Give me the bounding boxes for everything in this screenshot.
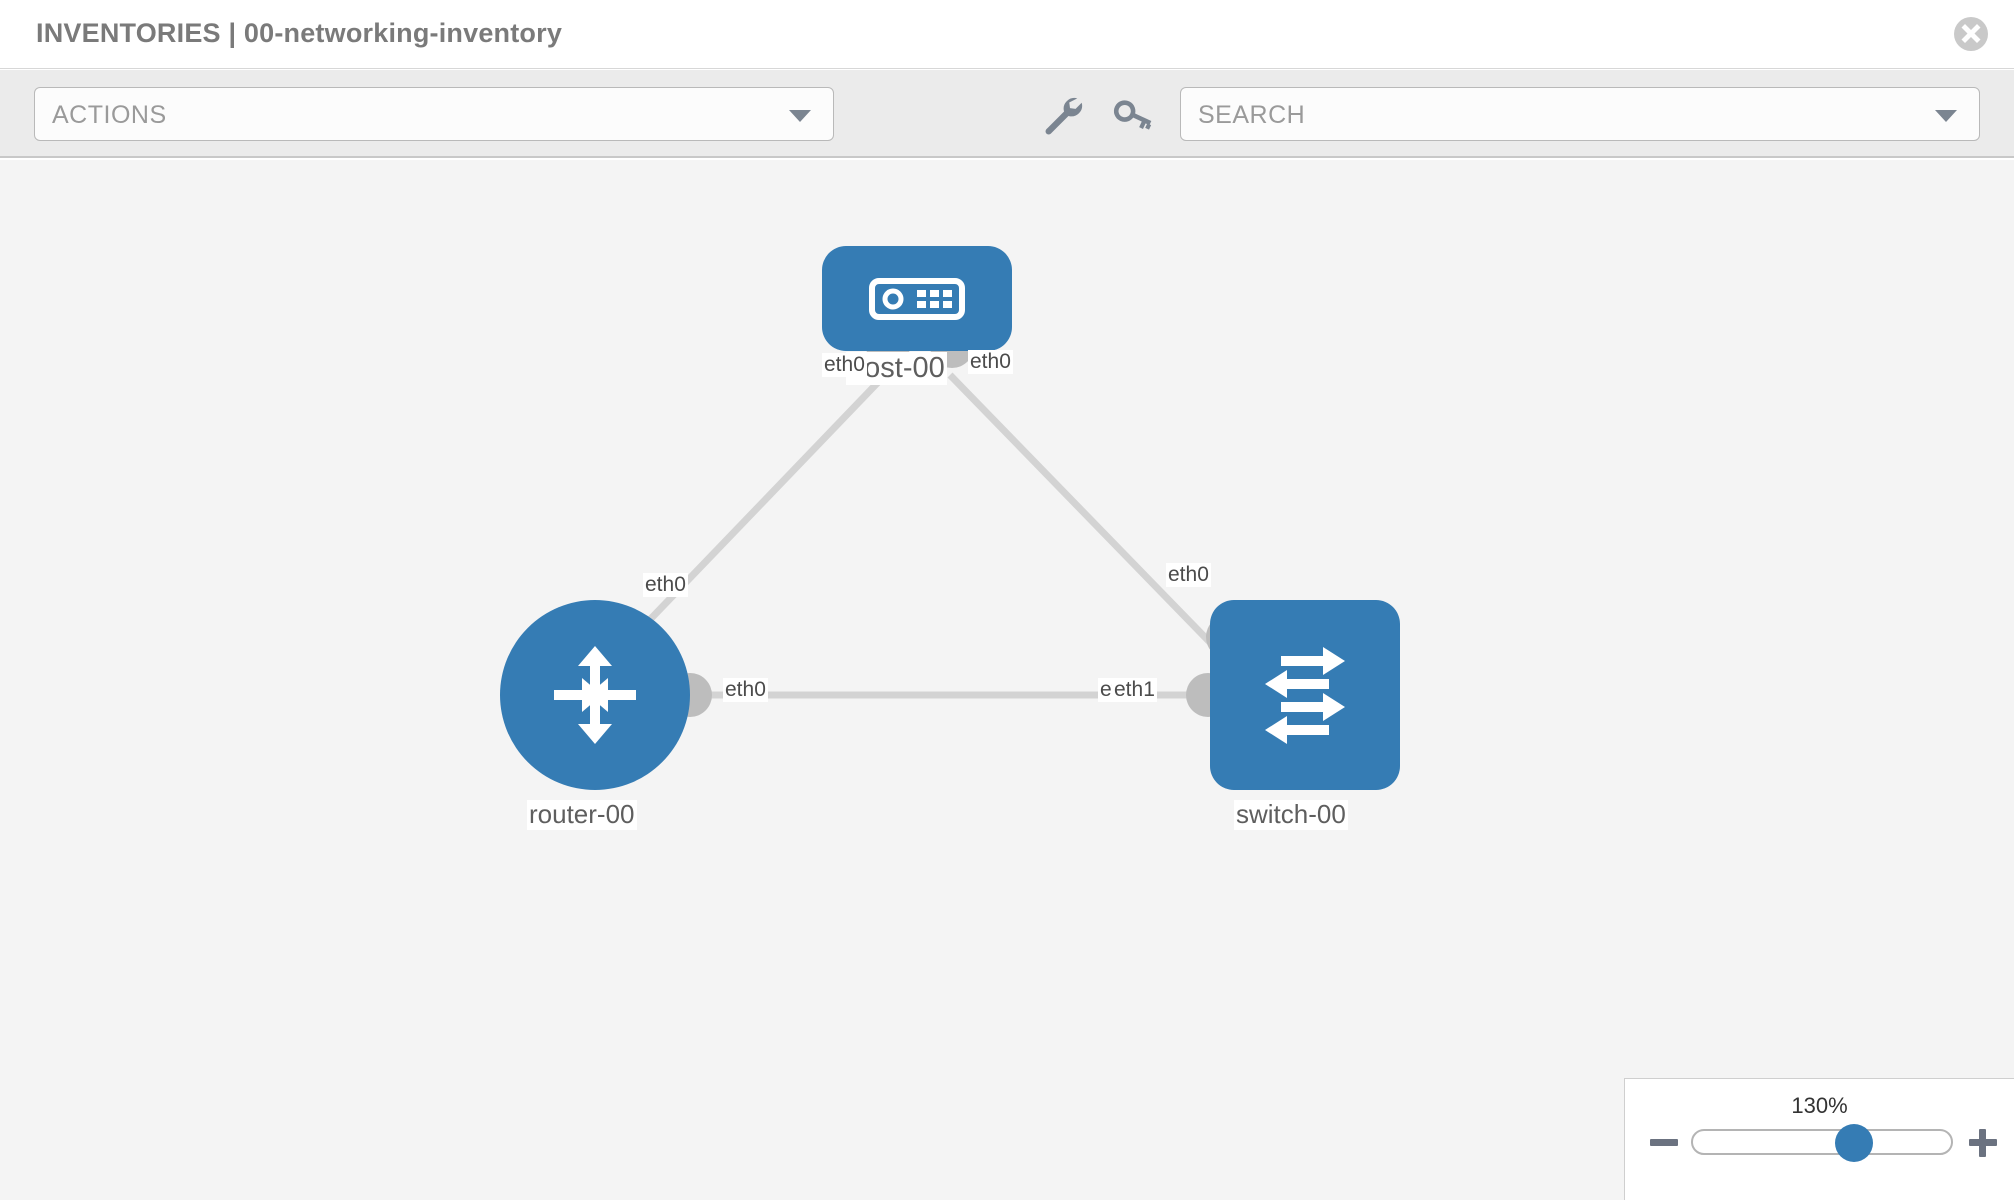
actions-dropdown[interactable]: ACTIONS: [34, 87, 834, 141]
iface-label-router-up: eth0: [643, 573, 688, 598]
chevron-down-icon: [789, 110, 811, 122]
iface-label-host-right: eth0: [968, 350, 1013, 375]
zoom-slider-thumb[interactable]: [1835, 1124, 1873, 1162]
zoom-control-panel: 130%: [1624, 1078, 2014, 1200]
iface-label-switch-up: eth0: [1166, 563, 1211, 588]
switch-arrows-icon: [1265, 647, 1345, 744]
node-label-switch-00: switch-00: [1234, 799, 1348, 830]
toolbar: ACTIONS SEARCH: [0, 70, 2014, 158]
zoom-percent-label: 130%: [1791, 1093, 1848, 1118]
key-icon[interactable]: [1110, 92, 1156, 138]
iface-label-switch-left: eth1: [1112, 678, 1157, 703]
wrench-icon[interactable]: [1038, 92, 1084, 138]
zoom-out-button[interactable]: [1647, 1126, 1681, 1160]
node-label-router-00: router-00: [527, 799, 637, 830]
node-switch-00[interactable]: switch-00: [1210, 600, 1400, 830]
iface-label-router-right: eth0: [723, 678, 768, 703]
host-node-shape[interactable]: [822, 246, 1012, 351]
iface-label-host-left: eth0: [822, 353, 867, 378]
search-input[interactable]: SEARCH: [1180, 87, 1980, 141]
server-icon: [869, 277, 965, 320]
page-title: INVENTORIES | 00-networking-inventory: [36, 18, 563, 48]
router-node-shape[interactable]: [500, 600, 690, 790]
chevron-down-icon[interactable]: [1935, 110, 1957, 122]
actions-dropdown-label: ACTIONS: [52, 101, 167, 129]
zoom-slider[interactable]: [1691, 1124, 1953, 1162]
node-router-00[interactable]: router-00: [500, 600, 690, 830]
close-icon[interactable]: [1954, 17, 1988, 51]
topology-canvas[interactable]: host-00 rout: [0, 160, 2014, 1200]
zoom-in-button[interactable]: [1966, 1126, 2000, 1160]
search-placeholder: SEARCH: [1198, 101, 1306, 129]
page-header: INVENTORIES | 00-networking-inventory: [0, 0, 2014, 69]
switch-node-shape[interactable]: [1210, 600, 1400, 790]
router-arrows-icon: [554, 646, 636, 744]
